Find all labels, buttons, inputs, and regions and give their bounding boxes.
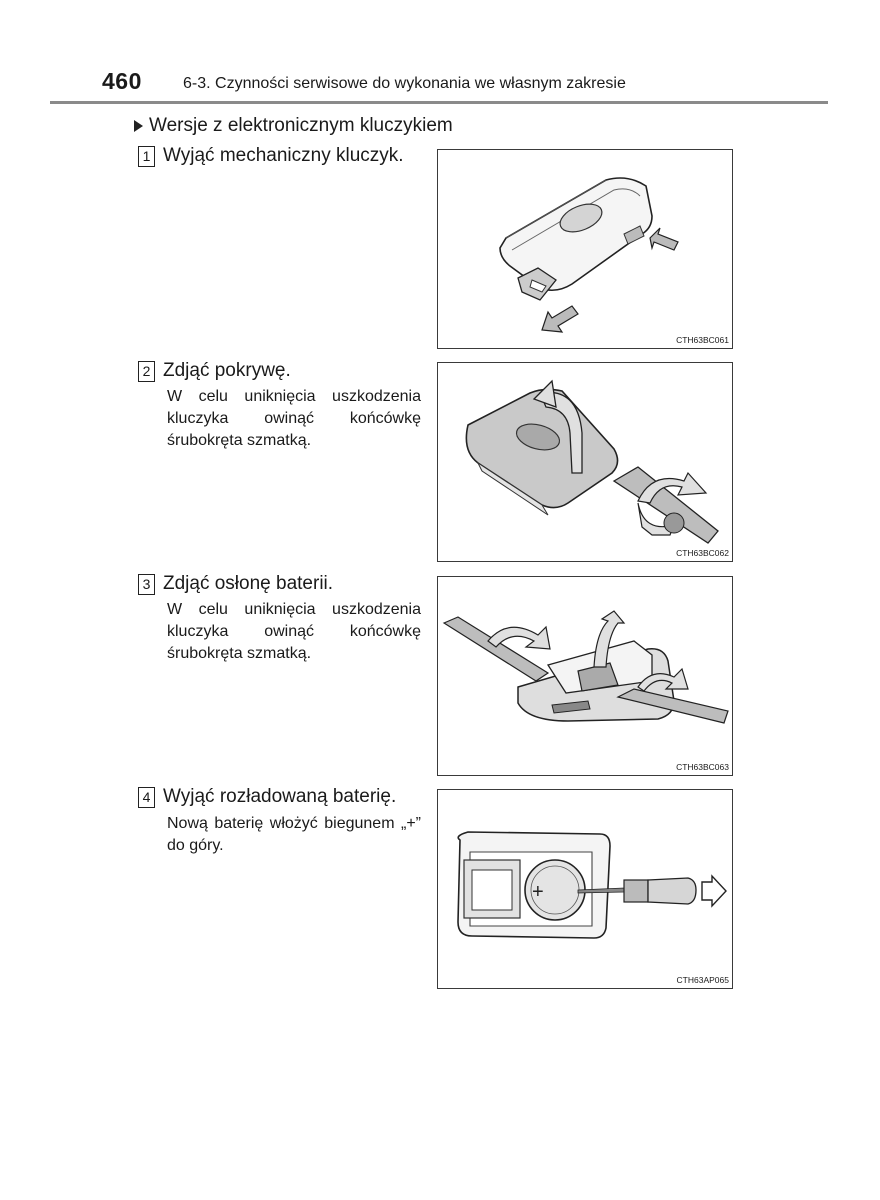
step-title-text: Zdjąć osłonę baterii.: [163, 573, 334, 594]
remove-mechanical-key-illustration: [499, 177, 679, 333]
step-number-box: 3: [138, 573, 155, 595]
step-3-note: W celu uniknięcia uszkodzenia kluczyka o…: [167, 601, 421, 662]
figure-code: CTH63AP065: [676, 975, 729, 985]
step-1-title: 1 Wyjąć mechaniczny kluczyk.: [138, 145, 404, 167]
step-3-title: 3 Zdjąć osłonę baterii.: [138, 573, 333, 595]
page-number: 460: [102, 68, 142, 94]
triangle-bullet-icon: [134, 120, 143, 132]
step-4-title: 4 Wyjąć rozładowaną baterię.: [138, 786, 396, 808]
variant-heading: Wersje z elektronicznym kluczykiem: [134, 115, 453, 137]
figure-2: CTH63BC062: [437, 362, 733, 562]
header-rule: [50, 101, 828, 104]
remove-battery-illustration: +: [457, 831, 727, 939]
figure-code: CTH63BC062: [676, 548, 729, 558]
step-title-text: Wyjąć rozładowaną baterię.: [163, 786, 397, 807]
step-2-note: W celu uniknięcia uszkodzenia kluczyka o…: [167, 388, 421, 449]
step-number-box: 4: [138, 786, 155, 808]
figure-1: CTH63BC061: [437, 149, 733, 349]
step-4-note: Nową baterię włożyć biegunem „+” do góry…: [167, 815, 421, 854]
section-title: 6-3. Czynności serwisowe do wykonania we…: [183, 75, 626, 92]
step-2-title: 2 Zdjąć pokrywę.: [138, 360, 291, 382]
remove-battery-cover-illustration: [442, 610, 729, 724]
figure-4: + CTH63AP065: [437, 789, 733, 989]
figure-code: CTH63BC061: [676, 335, 729, 345]
figure-3: CTH63BC063: [437, 576, 733, 776]
step-number-box: 1: [138, 145, 155, 167]
battery-plus-label: +: [532, 881, 544, 903]
remove-cover-illustration: [465, 379, 719, 544]
variant-heading-text: Wersje z elektronicznym kluczykiem: [149, 115, 453, 136]
figure-code: CTH63BC063: [676, 762, 729, 772]
step-title-text: Zdjąć pokrywę.: [163, 360, 291, 381]
step-number-box: 2: [138, 360, 155, 382]
step-title-text: Wyjąć mechaniczny kluczyk.: [163, 145, 404, 166]
